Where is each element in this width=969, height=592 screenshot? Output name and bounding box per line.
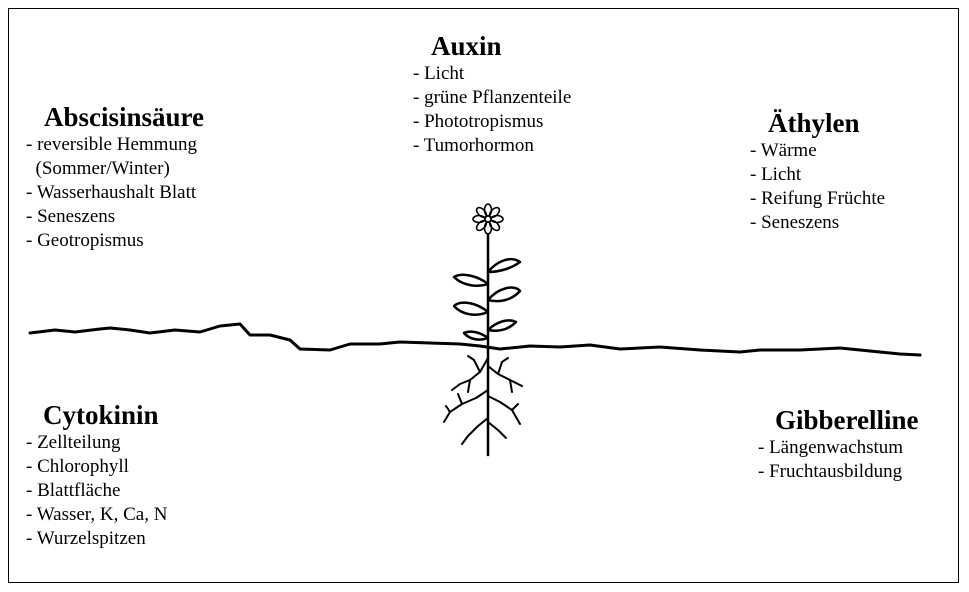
hormone-title: Abscisinsäure xyxy=(44,101,204,133)
effect-item: - Reifung Früchte xyxy=(750,187,885,211)
hormone-abscisinsaeure: Abscisinsäure - reversible Hemmung (Somm… xyxy=(44,101,204,253)
effect-list: - Wärme - Licht - Reifung Früchte - Sene… xyxy=(750,139,885,235)
hormone-aethylen: Äthylen - Wärme - Licht - Reifung Frücht… xyxy=(768,107,885,235)
effect-item: - Geotropismus xyxy=(26,229,204,253)
effect-item: - Licht xyxy=(750,163,885,187)
hormone-title: Gibberelline xyxy=(775,404,919,436)
effect-item: - Wasser, K, Ca, N xyxy=(26,503,167,527)
hormone-cytokinin: Cytokinin - Zellteilung - Chlorophyll - … xyxy=(43,399,167,551)
effect-item: - Seneszens xyxy=(750,211,885,235)
effect-item: - Seneszens xyxy=(26,205,204,229)
effect-item: - Blattfläche xyxy=(26,479,167,503)
effect-item: - Phototropismus xyxy=(413,110,571,134)
effect-item: - Zellteilung xyxy=(26,431,167,455)
hormone-title: Äthylen xyxy=(768,107,885,139)
hormone-gibberelline: Gibberelline - Längenwachstum - Fruchtau… xyxy=(775,404,919,484)
effect-list: - Licht - grüne Pflanzenteile - Phototro… xyxy=(413,62,571,158)
effect-list: - reversible Hemmung (Sommer/Winter) - W… xyxy=(26,133,204,253)
effect-item: - Wasserhaushalt Blatt xyxy=(26,181,204,205)
hormone-title: Auxin xyxy=(431,30,571,62)
hormone-title: Cytokinin xyxy=(43,399,167,431)
effect-item: - Fruchtausbildung xyxy=(758,460,919,484)
effect-item: - Licht xyxy=(413,62,571,86)
hormone-auxin: Auxin - Licht - grüne Pflanzenteile - Ph… xyxy=(431,30,571,158)
effect-item: - Chlorophyll xyxy=(26,455,167,479)
effect-item: - Wurzelspitzen xyxy=(26,527,167,551)
effect-item: - Längenwachstum xyxy=(758,436,919,460)
effect-item: - reversible Hemmung xyxy=(26,133,204,157)
effect-item: (Sommer/Winter) xyxy=(26,157,204,181)
effect-list: - Längenwachstum - Fruchtausbildung xyxy=(758,436,919,484)
effect-item: - Tumorhormon xyxy=(413,134,571,158)
effect-item: - grüne Pflanzenteile xyxy=(413,86,571,110)
effect-list: - Zellteilung - Chlorophyll - Blattfläch… xyxy=(26,431,167,551)
effect-item: - Wärme xyxy=(750,139,885,163)
